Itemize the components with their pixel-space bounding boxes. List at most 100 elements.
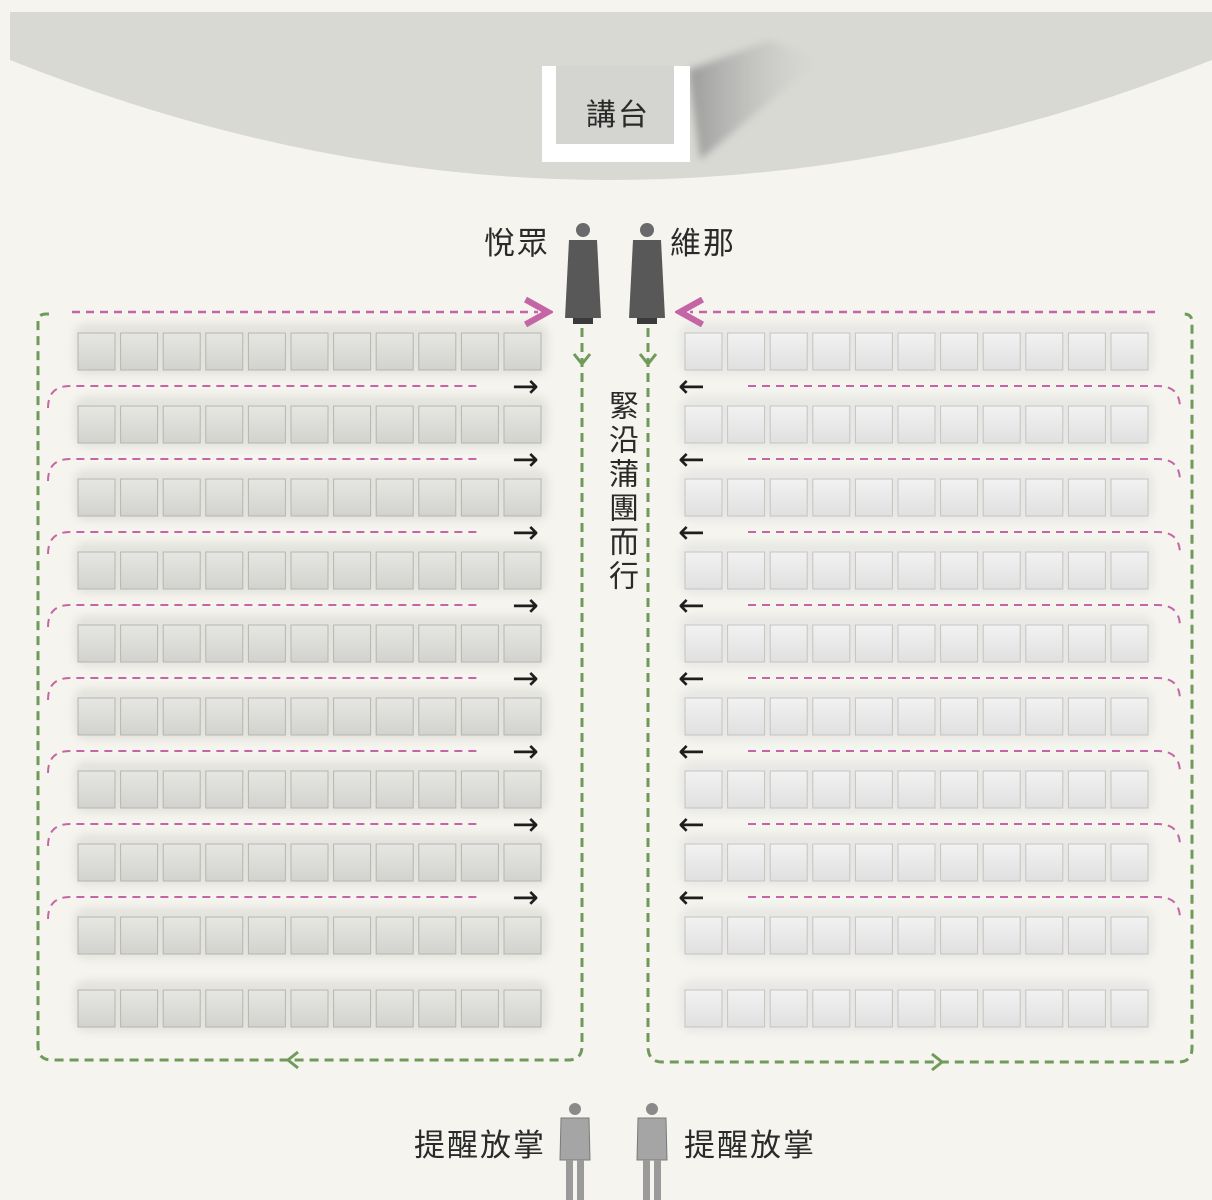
meditation-cushion-icon xyxy=(77,624,116,663)
meditation-cushion-icon xyxy=(1110,989,1149,1028)
arrow-right-icon: → xyxy=(512,586,539,624)
magenta-path-row-right xyxy=(748,604,1181,628)
meditation-cushion-icon xyxy=(77,770,116,809)
magenta-path-row-right xyxy=(748,531,1181,555)
meditation-cushion-icon xyxy=(375,405,414,444)
meditation-cushion-icon xyxy=(897,770,936,809)
meditation-cushion-icon xyxy=(205,551,244,590)
meditation-cushion-icon xyxy=(940,770,979,809)
meditation-cushion-icon xyxy=(375,624,414,663)
meditation-cushion-icon xyxy=(1110,405,1149,444)
instruction-label: 緊沿蒲團而行 xyxy=(603,390,638,594)
meditation-cushion-icon xyxy=(375,332,414,371)
meditation-cushion-icon xyxy=(982,916,1021,955)
meditation-cushion-icon xyxy=(940,989,979,1028)
meditation-cushion-icon xyxy=(333,551,372,590)
meditation-cushion-icon xyxy=(77,916,116,955)
meditation-cushion-icon xyxy=(247,478,286,517)
meditation-cushion-icon xyxy=(769,916,808,955)
meditation-cushion-icon xyxy=(897,551,936,590)
meditation-cushion-icon xyxy=(982,989,1021,1028)
meditation-cushion-icon xyxy=(982,697,1021,736)
meditation-cushion-icon xyxy=(982,770,1021,809)
meditation-cushion-icon xyxy=(333,843,372,882)
meditation-cushion-icon xyxy=(418,405,457,444)
meditation-cushion-icon xyxy=(684,843,723,882)
meditation-cushion-icon xyxy=(77,332,116,371)
meditation-cushion-icon xyxy=(897,697,936,736)
meditation-cushion-icon xyxy=(120,843,159,882)
meditation-cushion-icon xyxy=(460,551,499,590)
meditation-cushion-icon xyxy=(77,989,116,1028)
meditation-cushion-icon xyxy=(162,916,201,955)
meditation-cushion-icon xyxy=(162,770,201,809)
meditation-cushion-icon xyxy=(247,624,286,663)
meditation-cushion-icon xyxy=(1067,551,1106,590)
meditation-cushion-icon xyxy=(205,697,244,736)
meditation-cushion-icon xyxy=(897,478,936,517)
meditation-cushion-icon xyxy=(460,916,499,955)
magenta-path-row-right xyxy=(748,677,1181,701)
meditation-cushion-icon xyxy=(769,332,808,371)
meditation-cushion-icon xyxy=(120,405,159,444)
meditation-cushion-icon xyxy=(684,405,723,444)
meditation-cushion-icon xyxy=(940,551,979,590)
meditation-cushion-icon xyxy=(727,916,766,955)
meditation-cushion-icon xyxy=(247,989,286,1028)
meditation-cushion-icon xyxy=(162,989,201,1028)
meditation-cushion-icon xyxy=(460,478,499,517)
meditation-cushion-icon xyxy=(897,624,936,663)
meditation-cushion-icon xyxy=(120,624,159,663)
meditation-cushion-icon xyxy=(940,916,979,955)
meditation-cushion-icon xyxy=(503,989,542,1028)
meditation-cushion-icon xyxy=(1067,916,1106,955)
meditation-cushion-icon xyxy=(982,843,1021,882)
meditation-cushion-icon xyxy=(727,989,766,1028)
meditation-cushion-icon xyxy=(290,697,329,736)
magenta-path-row-right xyxy=(748,896,1181,920)
meditation-cushion-icon xyxy=(812,405,851,444)
meditation-cushion-icon xyxy=(1067,405,1106,444)
meditation-cushion-icon xyxy=(854,697,893,736)
green-path-left-loop xyxy=(36,312,584,1062)
cushion-block-left xyxy=(74,323,548,1032)
meditation-cushion-icon xyxy=(1110,551,1149,590)
meditation-cushion-icon xyxy=(120,551,159,590)
podium-inner xyxy=(556,66,674,144)
meditation-cushion-icon xyxy=(290,478,329,517)
meditation-cushion-icon xyxy=(727,405,766,444)
meditation-cushion-icon xyxy=(854,332,893,371)
meditation-cushion-icon xyxy=(205,770,244,809)
meditation-cushion-icon xyxy=(77,405,116,444)
meditation-cushion-icon xyxy=(812,770,851,809)
meditation-cushion-icon xyxy=(1025,405,1064,444)
meditation-cushion-icon xyxy=(205,405,244,444)
meditation-cushion-icon xyxy=(812,332,851,371)
meditation-cushion-icon xyxy=(1025,624,1064,663)
meditation-cushion-icon xyxy=(812,624,851,663)
magenta-path-row-right xyxy=(748,385,1181,409)
meditation-cushion-icon xyxy=(375,697,414,736)
meditation-cushion-icon xyxy=(1110,916,1149,955)
meditation-cushion-icon xyxy=(418,770,457,809)
meditation-cushion-icon xyxy=(120,916,159,955)
meditation-cushion-icon xyxy=(375,770,414,809)
meditation-cushion-icon xyxy=(162,405,201,444)
green-chevron-down-icon xyxy=(572,353,592,367)
arrow-right-icon: → xyxy=(512,440,539,478)
meditation-cushion-icon xyxy=(1025,989,1064,1028)
meditation-cushion-icon xyxy=(854,770,893,809)
meditation-cushion-icon xyxy=(1110,624,1149,663)
meditation-cushion-icon xyxy=(333,989,372,1028)
meditation-cushion-icon xyxy=(120,770,159,809)
meditation-cushion-icon xyxy=(418,843,457,882)
meditation-cushion-icon xyxy=(503,916,542,955)
meditation-cushion-icon xyxy=(897,989,936,1028)
meditation-cushion-icon xyxy=(205,624,244,663)
meditation-cushion-icon xyxy=(940,478,979,517)
walking-paths xyxy=(36,312,1194,1072)
magenta-path-row-left xyxy=(47,531,480,555)
meditation-cushion-icon xyxy=(162,551,201,590)
meditation-cushion-icon xyxy=(77,551,116,590)
